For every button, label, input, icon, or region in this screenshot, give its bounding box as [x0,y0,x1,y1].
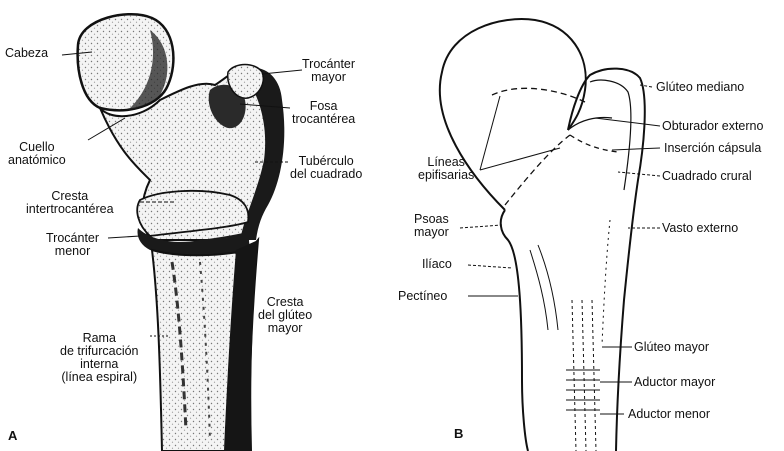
label-psoas-mayor: Psoas mayor [414,213,449,239]
leader-lineas-2 [480,148,560,170]
femur-posterior-drawing [78,14,285,451]
label-cuadrado-crural: Cuadrado crural [662,170,752,183]
leader-trocanter-mayor [262,70,302,74]
femur-b-vastus-dash [602,220,610,345]
leader-iliaco [468,265,512,268]
leader-insercion [612,148,660,150]
label-gluteo-mayor: Glúteo mayor [634,341,709,354]
label-aductor-menor: Aductor menor [628,408,710,421]
label-fosa-trocanterea: Fosa trocantérea [292,100,355,126]
leader-trocanter-menor [108,236,140,238]
label-tuberculo-cuadrado: Tubérculo del cuadrado [290,155,362,181]
label-cuello-anatomico: Cuello anatómico [8,141,66,167]
femur-b-neck-outline [501,210,528,451]
label-insercion-capsula: Inserción cápsula [664,142,761,155]
label-aductor-mayor: Aductor mayor [634,376,715,389]
label-lineas-epifisarias: Líneas epifisarias [418,156,474,182]
label-vasto-externo: Vasto externo [662,222,738,235]
label-cresta-gluteo-mayor: Cresta del glúteo mayor [258,296,312,335]
label-cabeza: Cabeza [5,47,48,60]
leader-obturador [595,118,660,126]
label-trocanter-menor: Trocánter menor [46,232,99,258]
femur-b-capsule-insertion [570,135,618,152]
femur-b-epiphyseal-line-1 [492,88,585,102]
label-iliaco: Ilíaco [422,258,452,271]
label-obturador-externo: Obturador externo [662,120,763,133]
femur-b-greater-trochanter [568,69,645,451]
label-cresta-intertrocanterea: Cresta intertrocantérea [26,190,114,216]
panel-a-tag: A [8,428,17,443]
leader-lineas-1 [480,96,500,170]
label-pectineo: Pectíneo [398,290,447,303]
femur-b-epiphyseal-line-2 [505,135,570,205]
femur-b-psoas-lines [530,245,558,330]
femur-b-inner-outline [590,80,631,190]
label-trocanter-mayor: Trocánter mayor [302,58,355,84]
femur-anterior-drawing [440,19,645,451]
label-rama-trifurcacion: Rama de trifurcación interna (línea espi… [60,332,139,384]
leader-psoas [460,225,502,228]
femur-b-adductor-lines [572,300,596,451]
label-gluteo-mediano: Glúteo mediano [656,81,744,94]
panel-b-tag: B [454,426,463,441]
